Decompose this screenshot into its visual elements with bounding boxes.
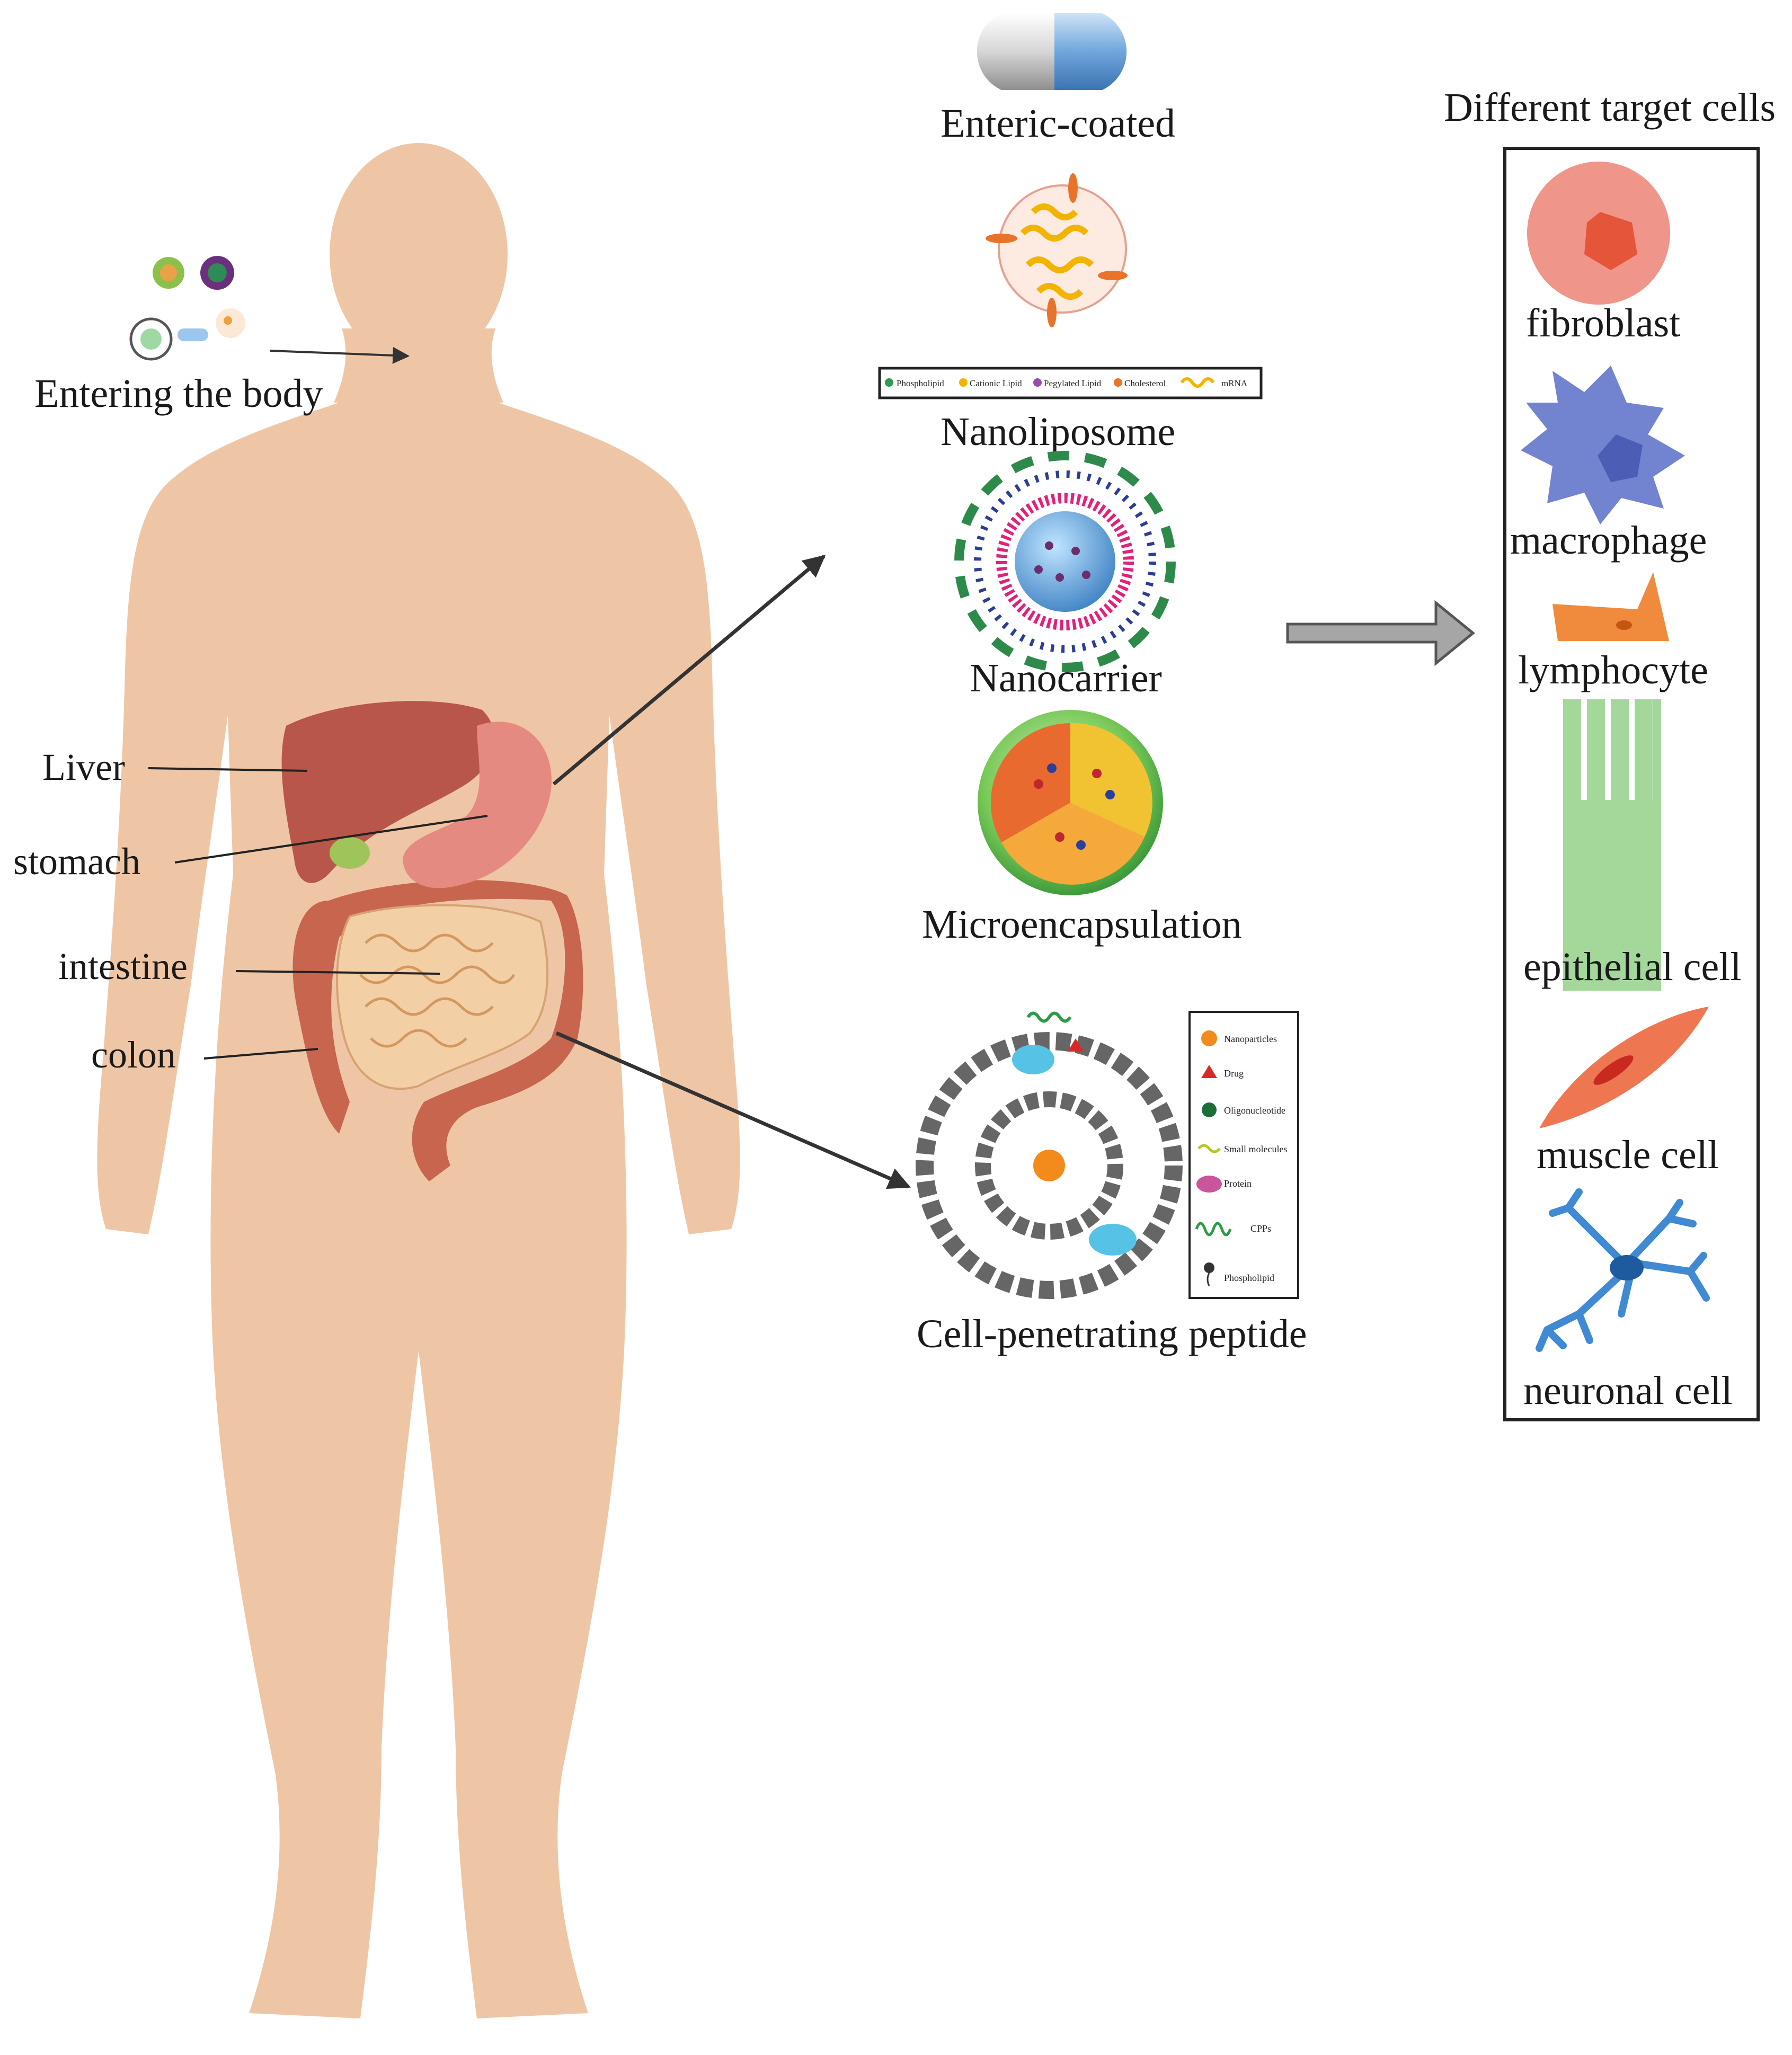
liver-label: Liver — [42, 746, 125, 788]
macrophage-icon — [1521, 366, 1685, 524]
fibroblast-label: fibroblast — [1526, 301, 1680, 345]
colon-leader — [203, 1048, 318, 1060]
enteric-coated-label: Enteric-coated — [941, 101, 1175, 146]
muscle-cell-label: muscle cell — [1537, 1133, 1719, 1177]
target-cells-title: Different target cells — [1444, 85, 1776, 130]
lymphocyte-label: lymphocyte — [1518, 648, 1708, 692]
to-target-cells-arrow — [1286, 600, 1475, 666]
nanoliposome-legend: Phospholipid Cationic Lipid Pegylated Li… — [878, 367, 1263, 399]
cpp-legend: Nanoparticles Drug Oligonucleotide Small… — [1188, 1011, 1299, 1299]
stomach-to-carriers-arrow — [552, 555, 826, 786]
legend-pegylated-lipid: Pegylated Lipid — [1044, 378, 1102, 388]
muscle-cell-icon — [1539, 1007, 1709, 1128]
stomach-organ — [330, 722, 552, 888]
cpp-liposome-icon — [916, 1011, 1183, 1299]
epithelial-cell-label: epithelial cell — [1523, 945, 1741, 989]
target-cells-box — [1503, 147, 1760, 1421]
liver-leader — [148, 767, 308, 772]
stomach-label: stomach — [13, 840, 140, 883]
human-body-silhouette — [97, 143, 740, 2018]
stomach-leader — [174, 815, 488, 864]
nanocarrier-label: Nanocarrier — [970, 656, 1162, 700]
nanoliposome-icon — [986, 173, 1128, 327]
entry-label: Entering the body — [34, 371, 323, 416]
microencapsulation-icon — [978, 710, 1163, 895]
legend-mrna: mRNA — [1221, 378, 1248, 388]
legend-cpps: CPPs — [1250, 1223, 1271, 1234]
intestine-organ — [336, 904, 549, 1090]
fibroblast-icon — [1527, 162, 1670, 305]
nanocarrier-icon — [954, 451, 1176, 672]
neuronal-cell-icon — [1536, 1188, 1710, 1352]
neuronal-cell-label: neuronal cell — [1523, 1368, 1733, 1413]
nanoliposome-label: Nanoliposome — [941, 410, 1175, 454]
epithelial-cell-icon — [1563, 699, 1661, 991]
legend-small-molecules: Small molecules — [1224, 1144, 1287, 1154]
legend-cholesterol: Cholesterol — [1124, 378, 1166, 388]
colon-label: colon — [91, 1034, 176, 1076]
cpp-label: Cell-penetrating peptide — [917, 1312, 1307, 1356]
legend-cationic-lipid: Cationic Lipid — [970, 378, 1022, 388]
legend-oligonucleotide: Oligonucleotide — [1224, 1105, 1285, 1116]
capsule-icon — [977, 13, 1127, 90]
legend-protein: Protein — [1224, 1178, 1252, 1189]
lymphocyte-icon — [1553, 572, 1669, 641]
microencapsulation-label: Microencapsulation — [922, 902, 1242, 947]
colon-organ — [292, 880, 583, 1181]
entry-formulation-icons — [129, 256, 245, 361]
entry-arrow — [270, 346, 410, 364]
legend-nanoparticles: Nanoparticles — [1224, 1034, 1277, 1044]
intestine-leader — [235, 970, 440, 975]
legend-drug: Drug — [1224, 1068, 1244, 1079]
intestine-to-cpp-arrow — [555, 1031, 911, 1189]
macrophage-label: macrophage — [1510, 518, 1707, 563]
intestine-label: intestine — [58, 945, 188, 988]
legend-phospholipid: Phospholipid — [897, 378, 944, 388]
legend-phospholipid-cpp: Phospholipid — [1224, 1273, 1274, 1283]
